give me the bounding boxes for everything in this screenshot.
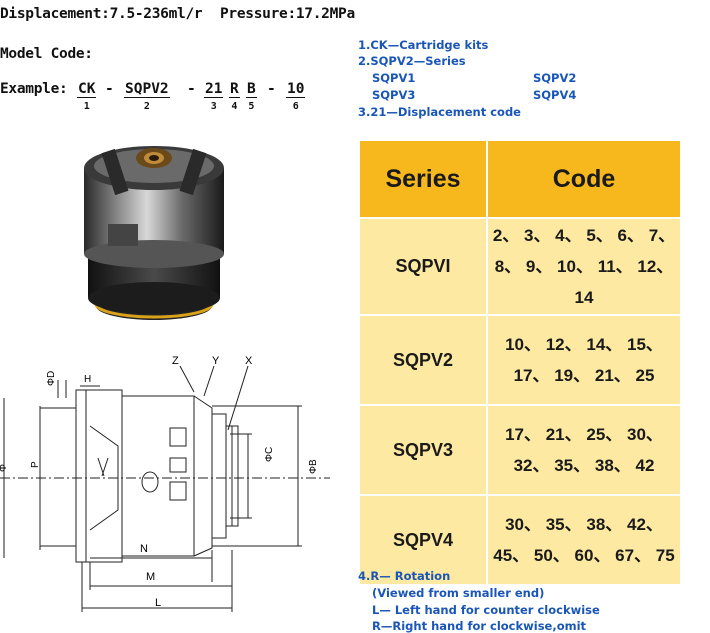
dimension-drawing: Z Y X ΦD H P Φ ΦC ΦB N M L <box>0 355 330 612</box>
table-row: SQPV4 30、 35、 38、 42、45、 50、 60、 67、 75 <box>358 494 682 586</box>
code-cell: 30、 35、 38、 42、45、 50、 60、 67、 75 <box>486 494 682 586</box>
series-code-table: Series Code SQPVI 2、 3、 4、 5、 6、 7、8、 9、… <box>358 139 682 586</box>
legend-series-sqpv3: SQPV3 <box>372 88 416 102</box>
label-m: M <box>146 571 155 583</box>
code-separator: - <box>267 81 276 97</box>
label-d: ΦD <box>46 371 57 386</box>
series-cell: SQPV3 <box>358 404 488 496</box>
code-cell: 17、 21、 25、 30、32、 35、 38、 42 <box>486 404 682 496</box>
label-c: ΦC <box>264 447 275 462</box>
model-code-label: Model Code: <box>0 46 93 62</box>
legend-rotation: 4.R— Rotation <box>358 569 451 583</box>
series-cell: SQPV4 <box>358 494 488 586</box>
label-z: Z <box>172 355 179 367</box>
table-header-series: Series <box>358 139 488 219</box>
code-cell: 2、 3、 4、 5、 6、 7、8、 9、 10、 11、 12、 14 <box>486 217 682 316</box>
series-cell: SQPV2 <box>358 314 488 406</box>
code-separator: - <box>105 81 114 97</box>
table-row: SQPV2 10、 12、 14、 15、17、 19、 21、 25 <box>358 314 682 406</box>
label-p: P <box>30 461 41 468</box>
legend-ck: 1.CK—Cartridge kits <box>358 38 489 52</box>
label-x: X <box>245 355 253 367</box>
legend-series-sqpv2: SQPV2 <box>533 71 577 85</box>
legend-viewed-from: (Viewed from smaller end) <box>372 586 545 600</box>
table-row: SQPVI 2、 3、 4、 5、 6、 7、8、 9、 10、 11、 12、… <box>358 217 682 316</box>
legend-displacement: 3.21—Displacement code <box>358 105 521 119</box>
legend-right-hand: R—Right hand for clockwise,omit <box>372 619 587 633</box>
table-header-row: Series Code <box>358 139 682 219</box>
label-b: ΦB <box>308 459 319 474</box>
legend-series: 2.SQPV2—Series <box>358 54 466 68</box>
legend-left-hand: L— Left hand for counter clockwise <box>372 603 600 617</box>
table-header-code: Code <box>486 139 682 219</box>
legend-series-sqpv4: SQPV4 <box>533 88 577 102</box>
label-l: L <box>155 597 161 609</box>
legend-series-sqpv1: SQPV1 <box>372 71 416 85</box>
code-separator: - <box>187 81 196 97</box>
label-phi-left: Φ <box>0 464 9 472</box>
code-cell: 10、 12、 14、 15、17、 19、 21、 25 <box>486 314 682 406</box>
label-h: H <box>84 374 91 385</box>
pressure-text: Pressure:17.2MPa <box>220 6 355 22</box>
cartridge-photo <box>84 146 224 320</box>
example-label: Example: <box>0 81 68 97</box>
displacement-text: Displacement:7.5-236ml/r <box>0 6 203 22</box>
label-n: N <box>140 543 148 555</box>
table-row: SQPV3 17、 21、 25、 30、32、 35、 38、 42 <box>358 404 682 496</box>
series-cell: SQPVI <box>358 217 488 316</box>
label-y: Y <box>212 355 220 367</box>
